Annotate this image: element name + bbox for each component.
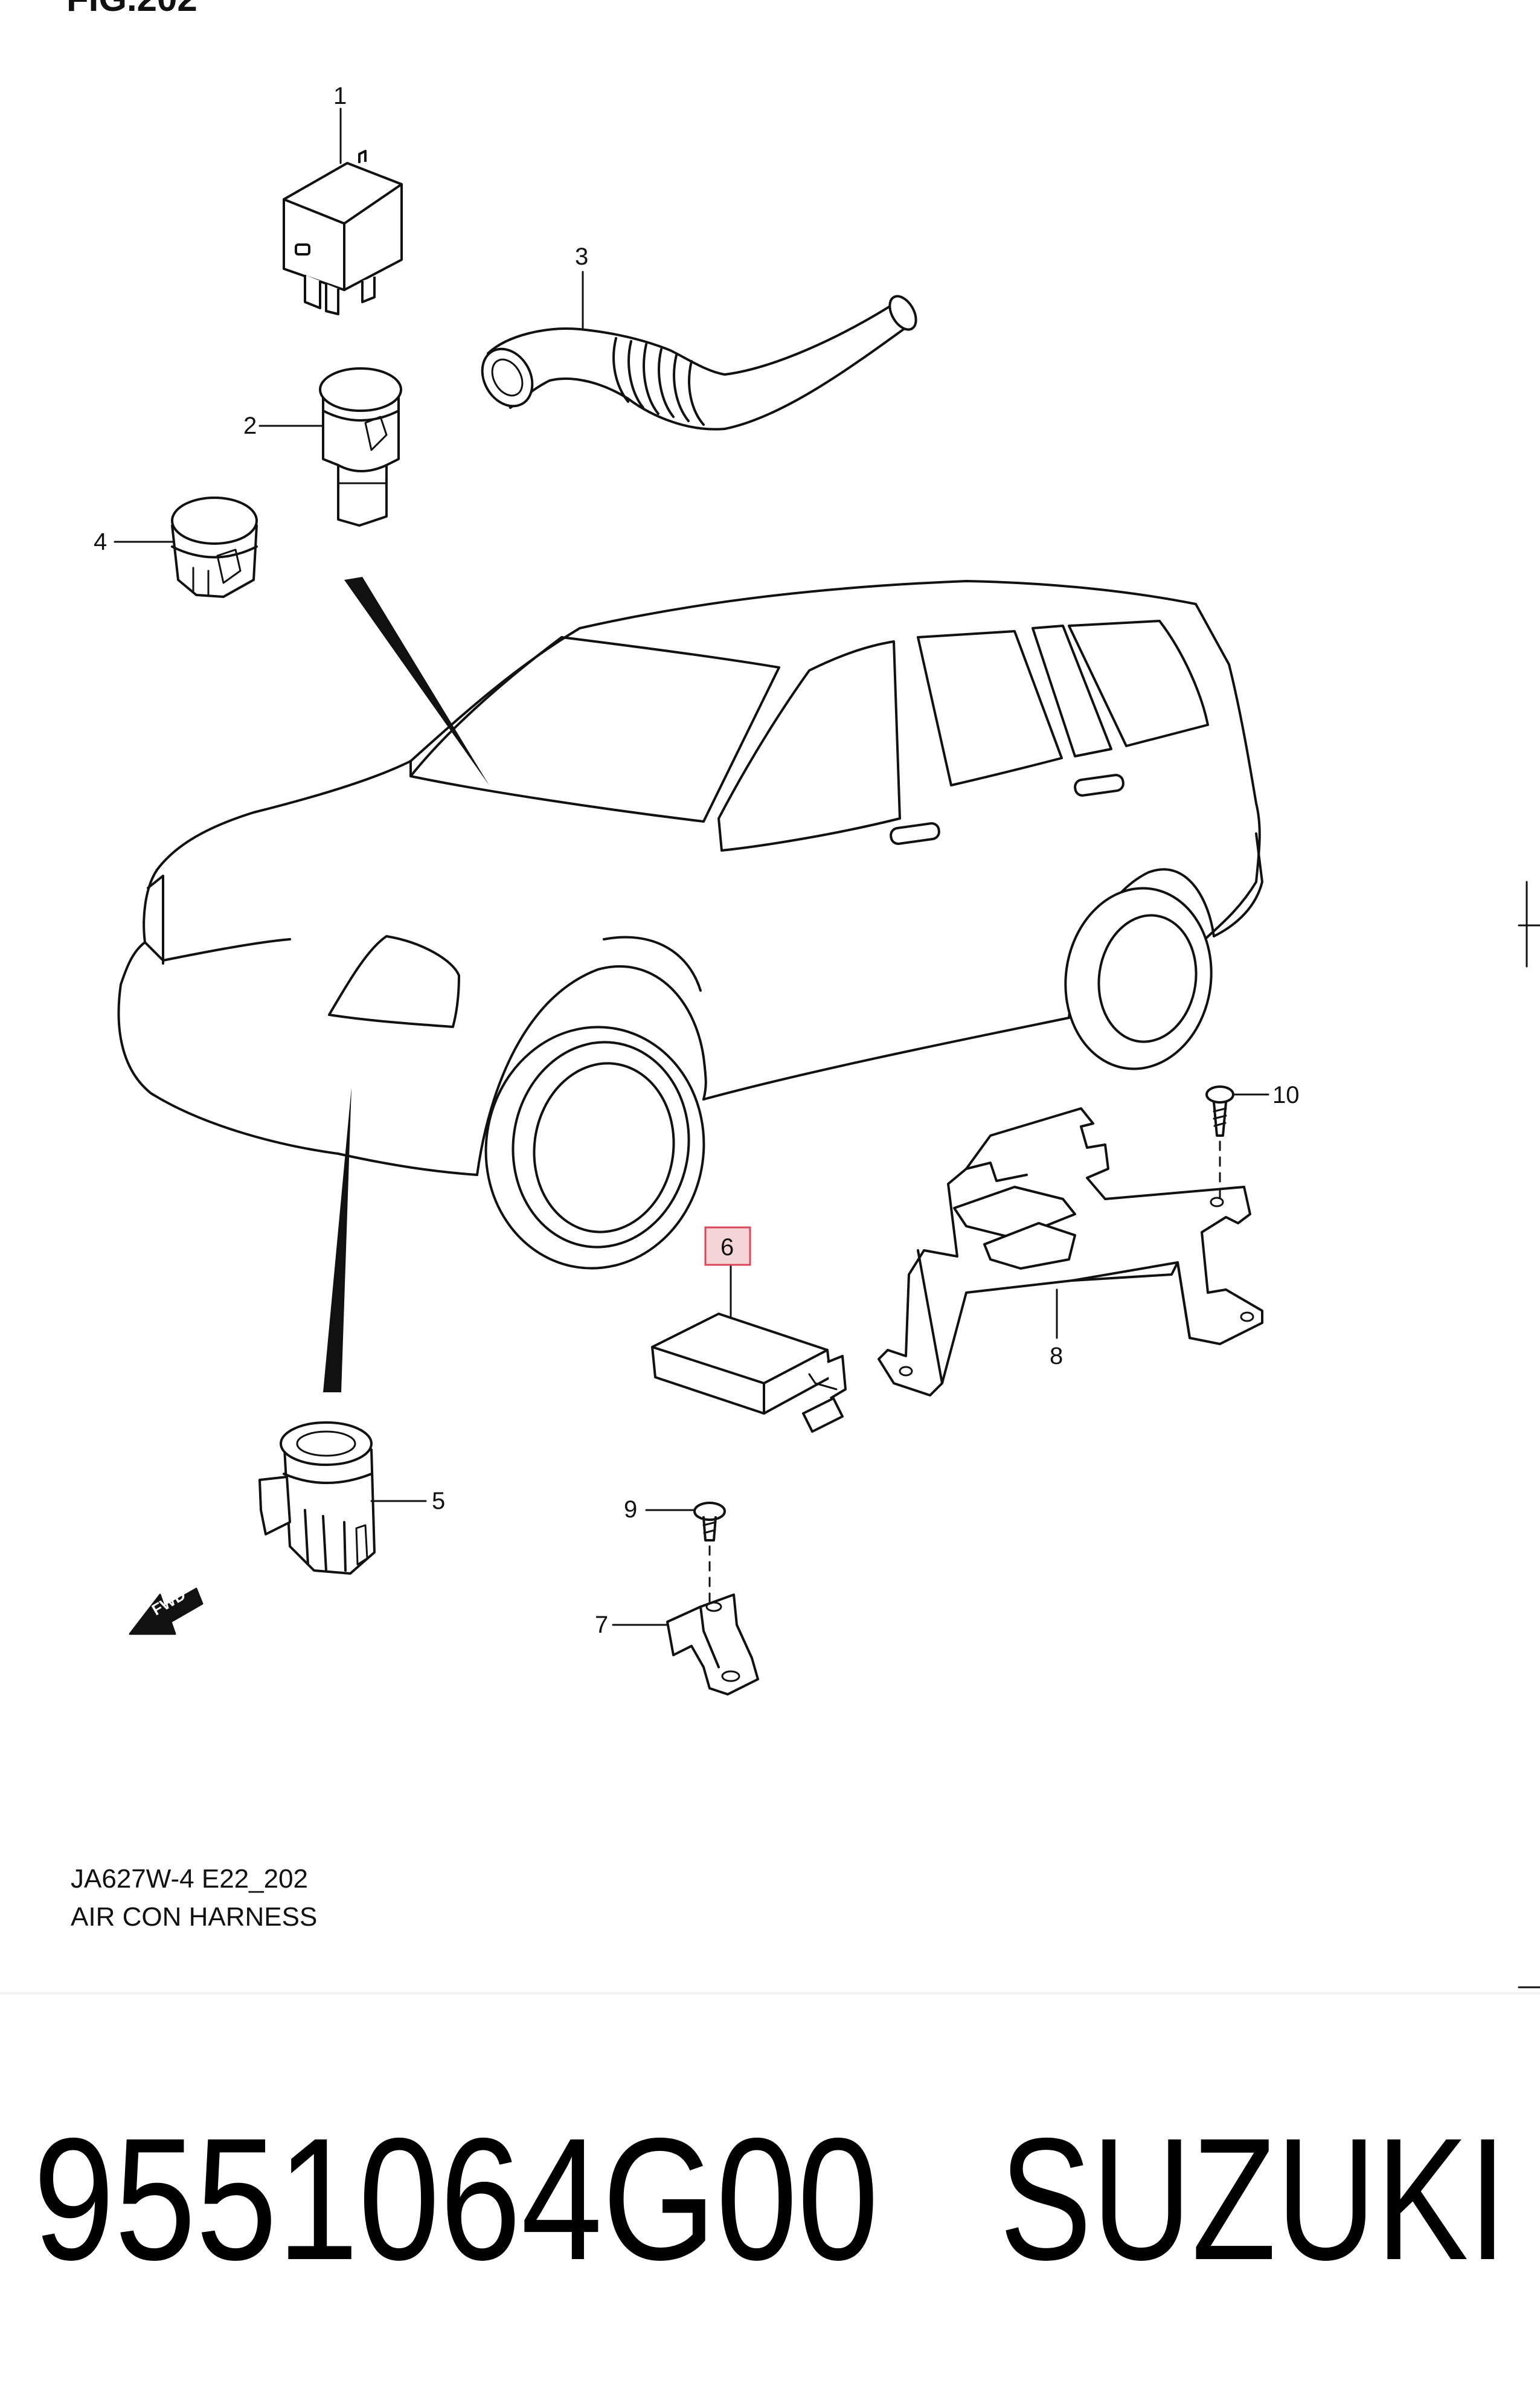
callout-6-highlight xyxy=(704,1226,751,1266)
part-number: 9551064G00 xyxy=(33,2102,879,2297)
vehicle-outline xyxy=(117,580,1263,1270)
figure-title: FIG.202 xyxy=(66,0,197,19)
pointer-to-front xyxy=(323,1087,351,1392)
divider xyxy=(0,1992,1540,1995)
callout-1[interactable]: 1 xyxy=(333,83,347,109)
callout-4[interactable]: 4 xyxy=(94,529,107,555)
connector-part-5[interactable] xyxy=(258,1421,376,1575)
bolt-part-9[interactable] xyxy=(693,1502,726,1614)
diagram-name: AIR CON HARNESS xyxy=(71,1902,317,1932)
callout-5[interactable]: 5 xyxy=(432,1488,445,1514)
small-bracket-part-7[interactable] xyxy=(666,1593,759,1696)
pointer-to-dash xyxy=(344,577,489,785)
bracket-part-8[interactable] xyxy=(877,1107,1263,1397)
brand-name: SUZUKI xyxy=(999,2102,1507,2297)
callout-8[interactable]: 8 xyxy=(1050,1343,1063,1369)
cap-part-4[interactable] xyxy=(171,497,258,598)
hose-part-3[interactable] xyxy=(472,292,921,431)
callout-3[interactable]: 3 xyxy=(575,243,588,270)
callout-10[interactable]: 10 xyxy=(1272,1082,1300,1108)
callout-9[interactable]: 9 xyxy=(624,1496,637,1523)
grommet-part-2[interactable] xyxy=(319,367,402,527)
screw-part-10[interactable] xyxy=(1205,1085,1234,1200)
diagram-code: JA627W-4 E22_202 xyxy=(71,1864,308,1894)
callout-6[interactable]: 6 xyxy=(720,1234,734,1261)
callout-7[interactable]: 7 xyxy=(595,1612,608,1638)
relay-part-1[interactable] xyxy=(283,150,403,315)
control-module-part-6[interactable] xyxy=(651,1313,847,1433)
forward-arrow-icon: FWD xyxy=(129,1586,204,1635)
callout-2[interactable]: 2 xyxy=(243,413,257,439)
